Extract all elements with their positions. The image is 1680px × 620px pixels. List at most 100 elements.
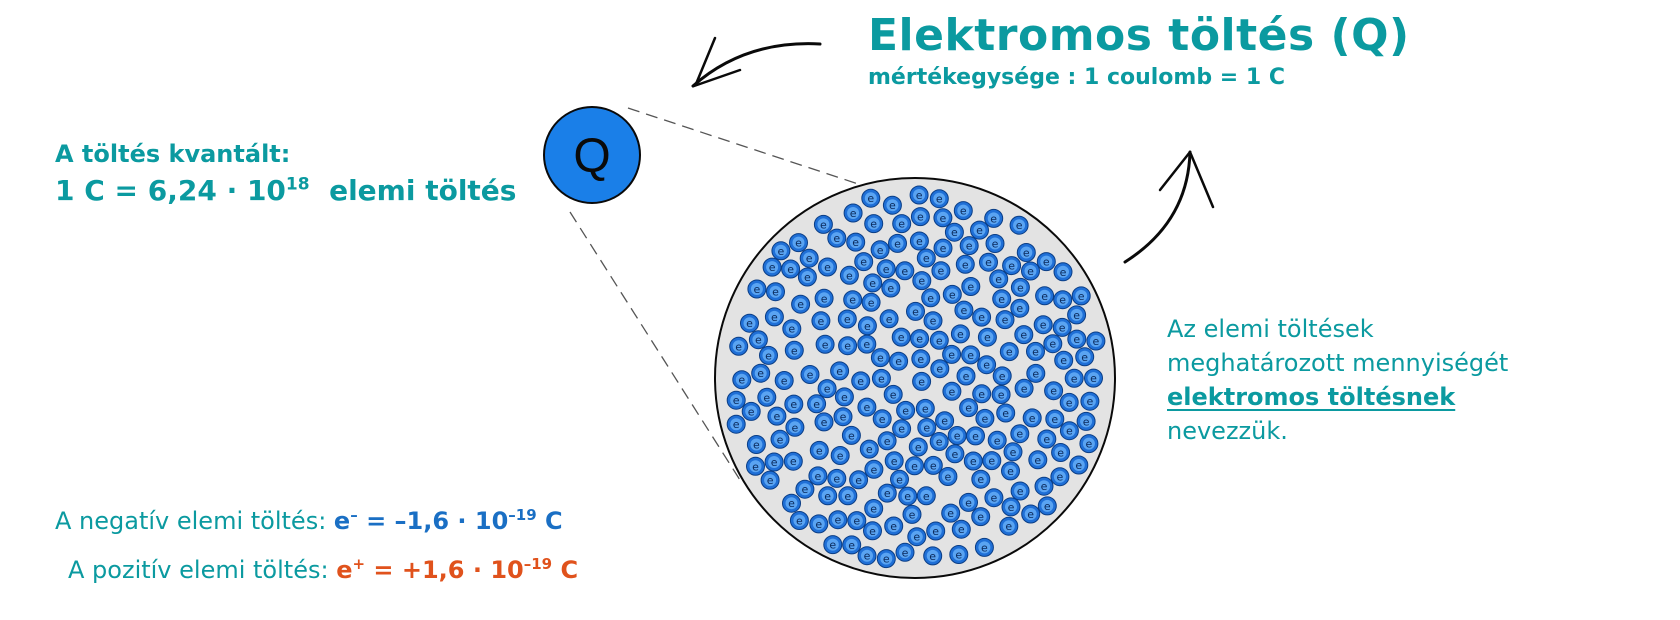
electron-label: e [807, 369, 814, 382]
negative-charge-symbol: e [333, 507, 351, 535]
electron-154: e [784, 394, 804, 414]
electron-71: e [1035, 286, 1055, 306]
electron-147: e [1064, 368, 1084, 388]
electron-label: e [1016, 428, 1023, 441]
electron-label: e [941, 415, 948, 428]
electron-label: e [769, 261, 776, 274]
electron-47: e [782, 493, 801, 513]
electron-104: e [1045, 409, 1065, 429]
electron-label: e [936, 193, 943, 206]
electron-214: e [910, 329, 930, 349]
electron-139: e [1022, 408, 1042, 428]
electron-44: e [912, 271, 932, 291]
electron-40: e [857, 316, 877, 336]
electron-173: e [902, 504, 922, 524]
electron-138: e [789, 511, 809, 530]
electron-label: e [911, 460, 918, 473]
electron-213: e [1037, 496, 1057, 516]
electron-204: e [1059, 392, 1079, 412]
electron-78: e [884, 516, 904, 536]
electron-label: e [948, 348, 955, 361]
electron-label: e [912, 305, 919, 318]
electron-label: e [815, 518, 822, 531]
electron-101: e [906, 301, 925, 321]
electron-label: e [1073, 333, 1080, 346]
electron-52: e [941, 503, 961, 523]
electron-165: e [757, 387, 777, 407]
electron-label: e [841, 391, 848, 404]
electron-label: e [915, 441, 922, 454]
electron-18: e [1033, 315, 1053, 335]
electron-193: e [1079, 434, 1099, 454]
electron-label: e [1059, 294, 1066, 307]
description-emphasis: elektromos töltésnek [1167, 383, 1456, 411]
electron-label: e [1029, 412, 1036, 425]
electron-label: e [816, 444, 823, 457]
electron-label: e [990, 212, 997, 225]
electron-label: e [890, 388, 897, 401]
electron-label: e [898, 423, 905, 436]
electron-94: e [842, 535, 862, 555]
electron-label: e [1060, 266, 1067, 279]
electron-17: e [814, 412, 834, 432]
electron-label: e [923, 490, 930, 503]
electron-cloud: eeeeeeeeeeeeeeeeeeeeeeeeeeeeeeeeeeeeeeee… [726, 185, 1106, 569]
electron-155: e [841, 425, 861, 445]
positive-charge-value: e+ = +1,6 · 10–19 C [336, 555, 578, 584]
curved-arrow-right [1123, 150, 1215, 264]
electron-label: e [818, 315, 825, 328]
electron-label: e [898, 218, 905, 231]
electron-label: e [1066, 396, 1073, 409]
electron-label: e [849, 294, 856, 307]
electron-label: e [824, 383, 831, 396]
electron-label: e [864, 320, 871, 333]
electron-111: e [817, 379, 837, 399]
electron-label: e [930, 315, 937, 328]
electron-56: e [916, 248, 936, 268]
electron-159: e [815, 334, 835, 354]
electron-166: e [955, 254, 975, 274]
electron-label: e [869, 525, 876, 538]
electron-label: e [840, 411, 847, 424]
electron-label: e [1093, 335, 1100, 348]
electron-label: e [967, 281, 974, 294]
electron-100: e [959, 236, 979, 256]
electron-183: e [1071, 286, 1091, 306]
electron-label: e [733, 418, 740, 431]
electron-label: e [936, 334, 943, 347]
electron-label: e [891, 455, 898, 468]
electron-label: e [957, 328, 964, 341]
electron-178: e [851, 371, 871, 391]
electron-label: e [870, 503, 877, 516]
electron-9: e [891, 327, 911, 347]
electron-label: e [1041, 290, 1048, 303]
electron-142: e [1044, 381, 1064, 401]
electron-77: e [809, 440, 829, 460]
electron-222: e [947, 426, 967, 445]
negative-charge-unit: C [545, 507, 563, 535]
positive-charge-label: A pozitív elemi töltés: [68, 556, 329, 584]
electron-196: e [799, 248, 819, 268]
electron-176: e [1014, 378, 1034, 398]
electron-125: e [879, 309, 899, 329]
electron-150: e [791, 294, 811, 314]
electron-8: e [795, 479, 815, 499]
electron-label: e [970, 455, 977, 468]
electron-label: e [864, 550, 871, 563]
quantization-rhs: elemi töltés [329, 174, 517, 207]
electron-160: e [1053, 262, 1073, 282]
electron-141: e [977, 355, 997, 375]
electron-label: e [938, 265, 945, 278]
electron-label: e [890, 520, 897, 533]
electron-label: e [778, 245, 785, 258]
electron-99: e [889, 351, 909, 371]
electron-label: e [1043, 433, 1050, 446]
electron-116: e [911, 349, 931, 369]
electron-label: e [735, 340, 742, 353]
electron-label: e [853, 515, 860, 528]
electron-label: e [820, 218, 827, 231]
electron-16: e [963, 451, 983, 471]
electron-label: e [901, 265, 908, 278]
electron-144: e [827, 228, 847, 248]
